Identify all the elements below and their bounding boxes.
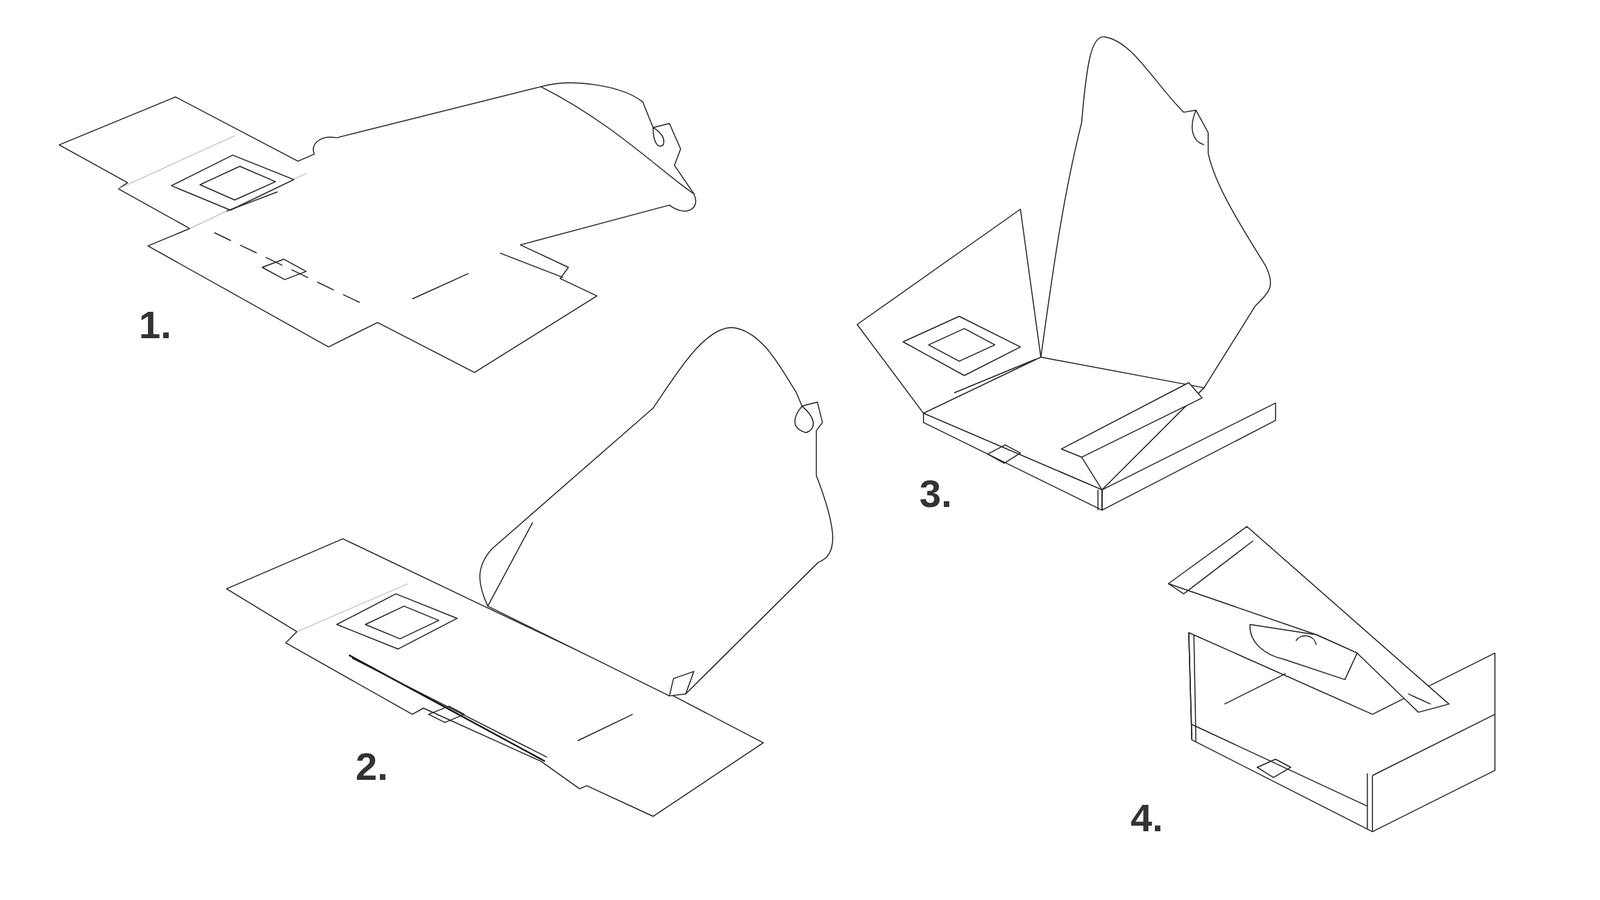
step-number: 3. <box>919 474 953 514</box>
step-number: 4. <box>1130 798 1164 838</box>
flat-blank <box>59 82 696 373</box>
lid-raised-blank <box>226 327 833 817</box>
open-tray <box>856 36 1275 511</box>
closing-box <box>1168 526 1495 832</box>
step-number: 1. <box>138 305 172 345</box>
step-number: 2. <box>355 747 389 787</box>
